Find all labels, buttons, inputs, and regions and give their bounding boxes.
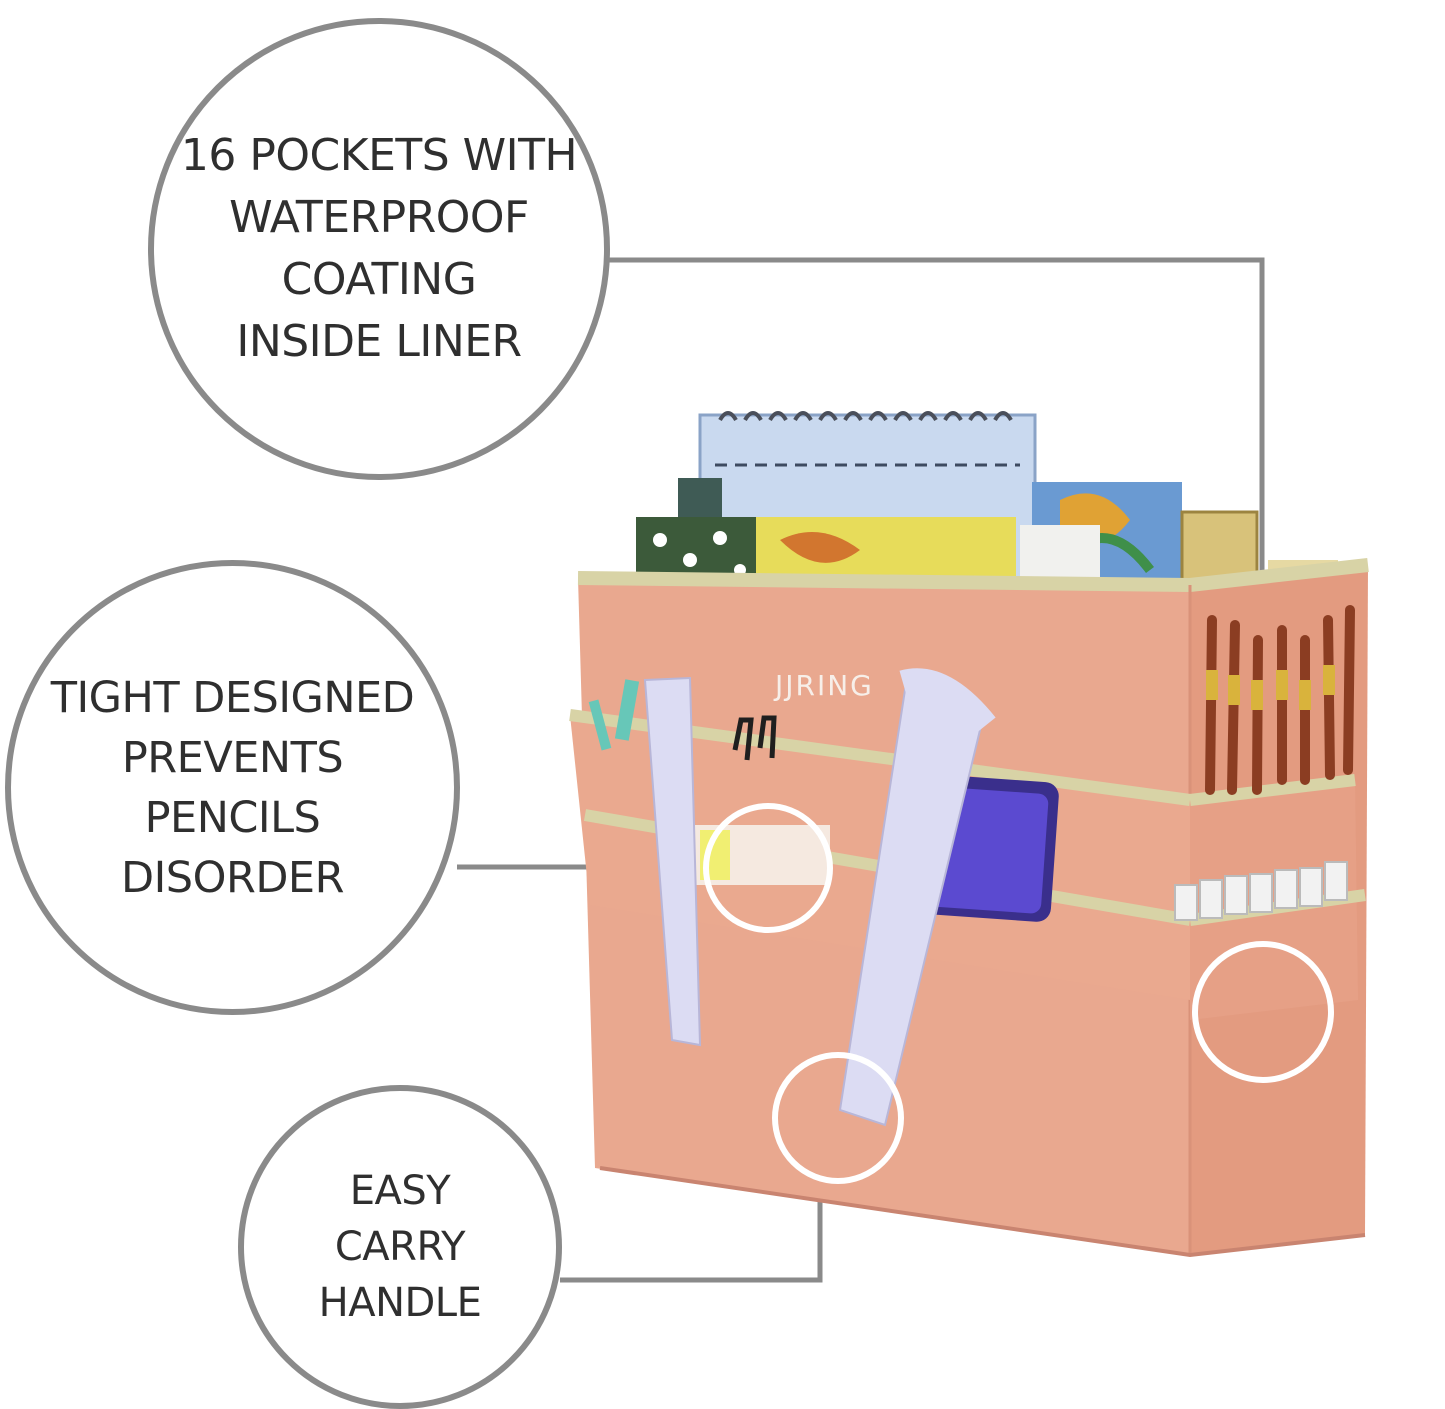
callout-handle: EASY CARRY HANDLE (238, 1085, 562, 1409)
callout-pencils-text: TIGHT DESIGNED PREVENTS PENCILS DISORDER (50, 672, 415, 903)
callout-pencils: TIGHT DESIGNED PREVENTS PENCILS DISORDER (5, 560, 460, 1015)
callout-pockets: 16 POCKETS WITH WATERPROOF COATING INSID… (148, 18, 610, 480)
bag-straps (643, 668, 996, 1127)
callout-pockets-text: 16 POCKETS WITH WATERPROOF COATING INSID… (180, 130, 578, 367)
highlight-circle-handle (772, 1052, 904, 1184)
bag-contents (636, 411, 1338, 630)
connector-line-handle (560, 1180, 823, 1283)
highlight-circles (703, 803, 1334, 1184)
callout-handle-text: EASY CARRY HANDLE (318, 1168, 482, 1326)
highlight-circle-pencils (703, 803, 833, 933)
highlight-circle-liner (1192, 941, 1334, 1083)
brand-logo: JJRING (773, 669, 874, 702)
